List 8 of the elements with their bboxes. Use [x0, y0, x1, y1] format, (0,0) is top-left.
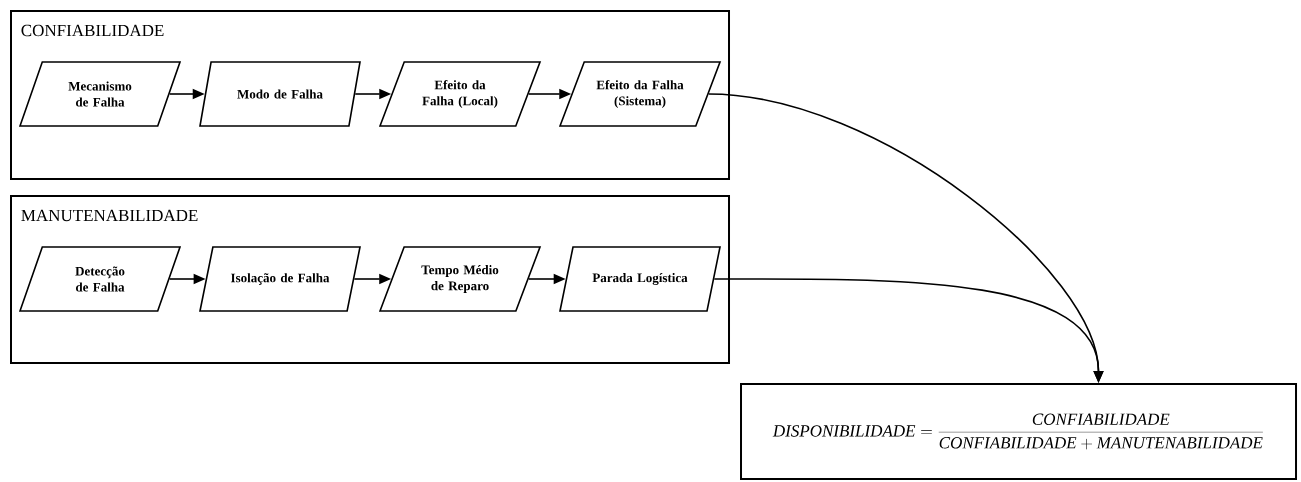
panel	[10, 195, 730, 364]
formula-box: $\mathit{DISPONIBILIDADE} = \frac{\mathit{CONFIABILIDADE}}{\mathit{CONFIABILIDADE} + \mathit{MANUTENABILIDADE}}$	[740, 383, 1297, 480]
parallelogram: Modo de Falha	[199, 61, 361, 127]
parallelogram: Isolação de Falha	[199, 246, 361, 312]
panel	[10, 10, 730, 180]
parallelogram: Parada Logística	[559, 246, 721, 312]
panel-heading: CONFIABILIDADE	[21, 24, 164, 37]
panel-heading: MANUTENABILIDADE	[21, 209, 198, 222]
